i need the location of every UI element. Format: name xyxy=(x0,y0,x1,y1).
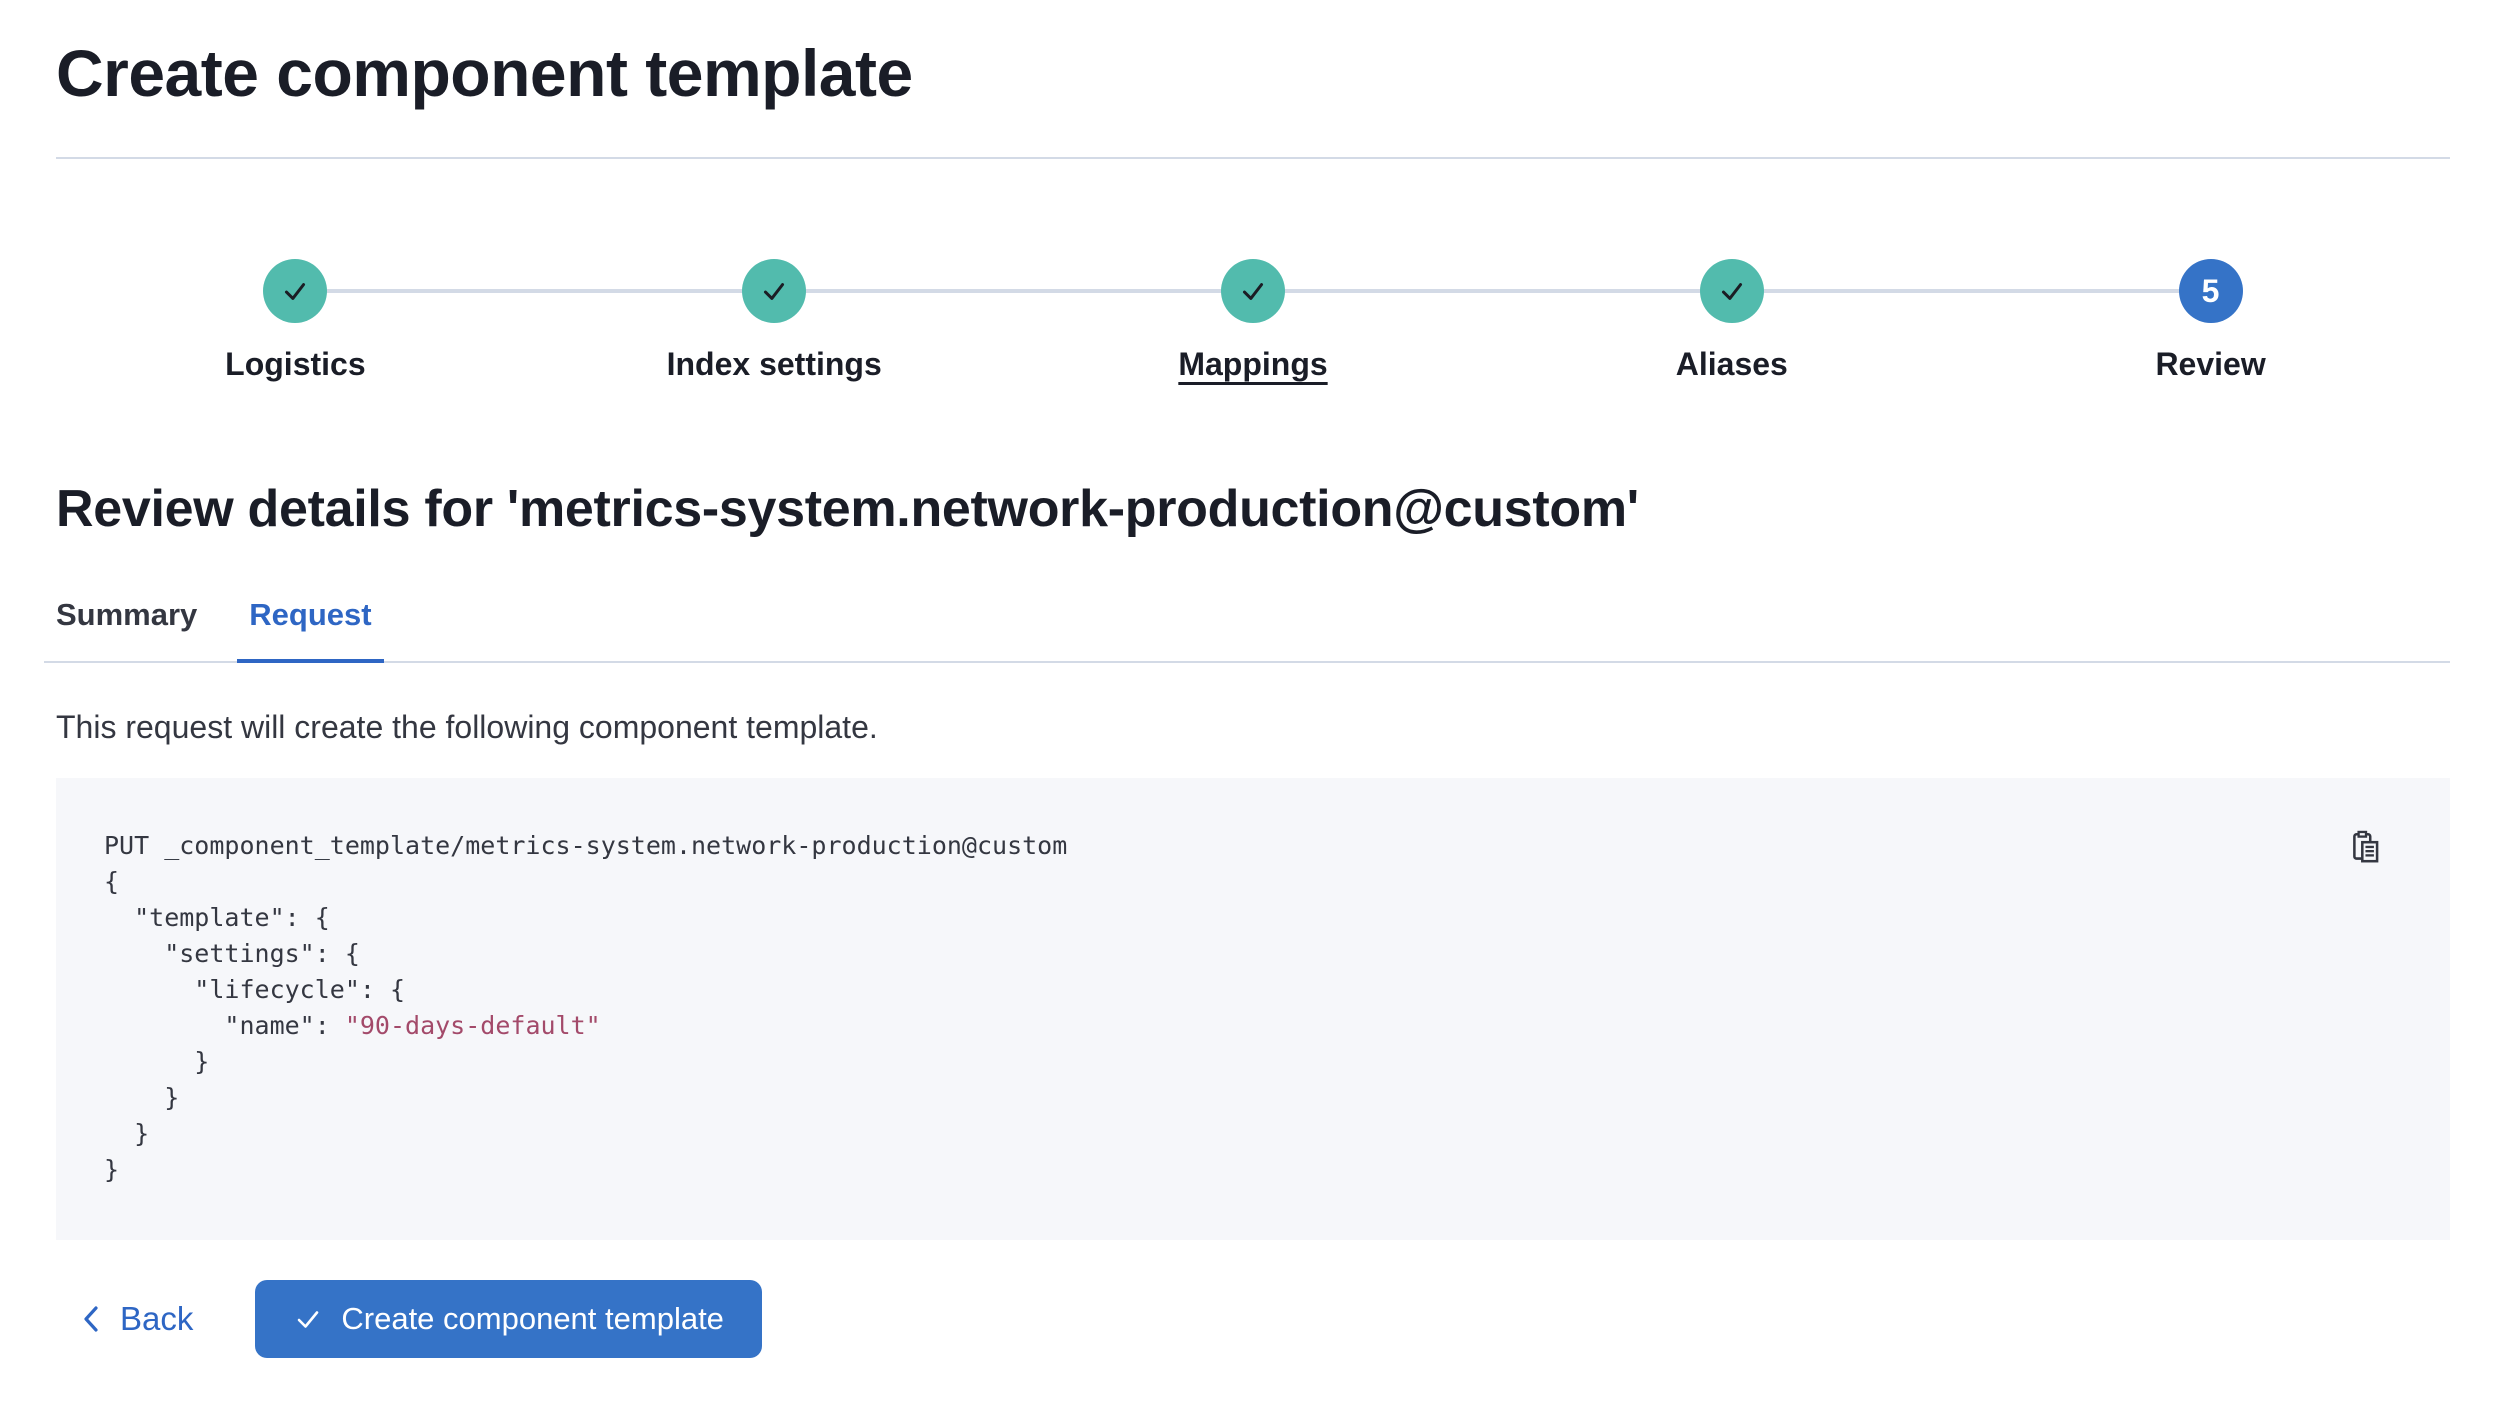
code-line: PUT _component_template/metrics-system.n… xyxy=(104,828,2402,864)
code-text: "template": { xyxy=(104,902,330,932)
step-circle-aliases xyxy=(1699,259,1764,324)
stepper-step-index-settings[interactable]: Index settings xyxy=(534,259,1014,383)
step-label-logistics: Logistics xyxy=(225,346,366,383)
stepper-step-logistics[interactable]: Logistics xyxy=(56,259,535,383)
code-panel: PUT _component_template/metrics-system.n… xyxy=(56,777,2450,1240)
stepper-step-aliases[interactable]: Aliases xyxy=(1492,259,1971,383)
code-line: "settings": { xyxy=(104,936,2402,972)
step-label-review: Review xyxy=(2155,346,2266,383)
code-text: "lifecycle": { xyxy=(104,974,406,1004)
check-icon xyxy=(279,275,311,307)
step-label-mappings: Mappings xyxy=(1178,346,1328,383)
request-code-block: PUT _component_template/metrics-system.n… xyxy=(104,828,2402,1188)
back-button-label: Back xyxy=(120,1299,194,1337)
step-circle-review: 5 xyxy=(2178,259,2243,324)
page-title: Create component template xyxy=(56,36,913,110)
create-component-template-page: Create component template Logistics Index… xyxy=(0,34,2506,1358)
review-heading: Review details for 'metrics-system.netwo… xyxy=(56,479,1639,538)
tab-summary[interactable]: Summary xyxy=(56,596,198,632)
code-string-token: "90-days-default" xyxy=(344,1010,601,1040)
footer-actions: Back Create component template xyxy=(56,1279,2450,1358)
chevron-left-icon xyxy=(78,1302,104,1336)
check-icon xyxy=(293,1304,323,1334)
code-line: "template": { xyxy=(104,900,2402,936)
step-circle-mappings xyxy=(1220,259,1285,324)
stepper-step-mappings[interactable]: Mappings xyxy=(1013,259,1493,383)
code-text: { xyxy=(104,866,120,896)
copy-button[interactable] xyxy=(2346,828,2386,868)
check-icon xyxy=(758,275,790,307)
copy-clipboard-icon xyxy=(2347,829,2385,867)
code-line: } xyxy=(104,1080,2402,1116)
code-text: } xyxy=(104,1046,210,1076)
code-text: } xyxy=(104,1154,120,1184)
back-button[interactable]: Back xyxy=(78,1300,193,1338)
step-label-index-settings: Index settings xyxy=(666,346,882,383)
step-circle-logistics xyxy=(263,259,328,324)
code-line: { xyxy=(104,864,2402,900)
step-label-aliases: Aliases xyxy=(1675,346,1788,383)
tab-request[interactable]: Request xyxy=(237,596,384,664)
code-line: } xyxy=(104,1152,2402,1188)
code-line: } xyxy=(104,1044,2402,1080)
code-text: } xyxy=(104,1082,180,1112)
code-line: "name": "90-days-default" xyxy=(104,1008,2402,1044)
title-divider xyxy=(56,157,2450,160)
code-text: PUT _component_template/metrics-system.n… xyxy=(104,830,1068,860)
tabs-bar: Summary Request xyxy=(44,596,2450,664)
step-circle-index-settings xyxy=(742,259,807,324)
create-button-label: Create component template xyxy=(341,1300,724,1336)
code-text: "name": xyxy=(104,1010,345,1040)
create-component-template-button[interactable]: Create component template xyxy=(255,1279,762,1358)
step-number: 5 xyxy=(2201,272,2220,309)
check-icon xyxy=(1237,275,1269,307)
request-description: This request will create the following c… xyxy=(56,709,878,746)
code-text: } xyxy=(104,1118,150,1148)
code-line: } xyxy=(104,1116,2402,1152)
check-icon xyxy=(1716,275,1748,307)
code-text: "settings": { xyxy=(104,938,360,968)
code-line: "lifecycle": { xyxy=(104,972,2402,1008)
